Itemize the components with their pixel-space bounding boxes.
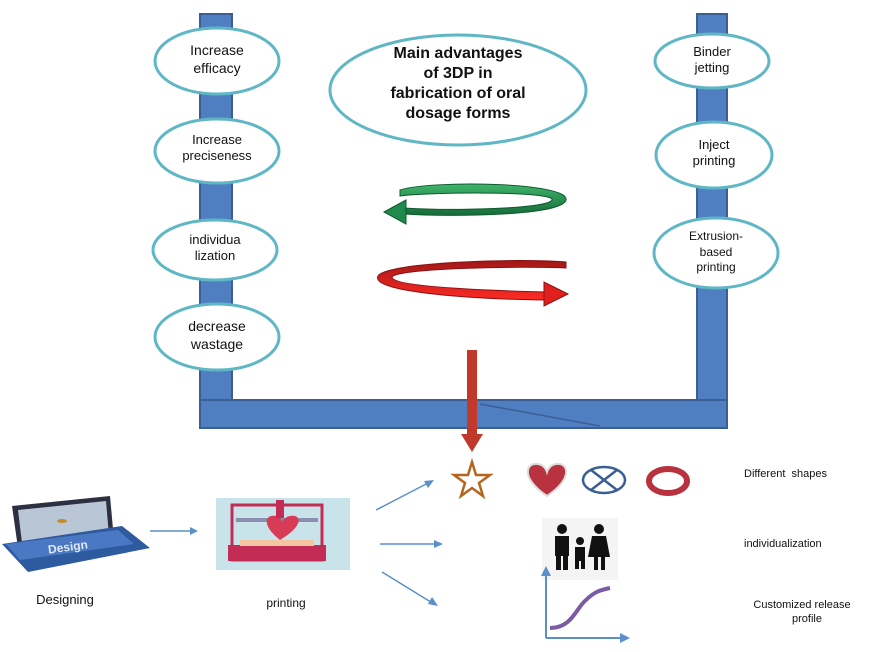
advantage-ellipse-individualization bbox=[151, 218, 279, 282]
label-line: lization bbox=[194, 248, 236, 264]
title-line: of 3DP in bbox=[423, 65, 493, 82]
release-profile-label: Customized release profile bbox=[738, 599, 866, 627]
advantage-label-wastage: decrease wastage bbox=[160, 318, 274, 353]
label-line: Extrusion- bbox=[688, 229, 744, 243]
different-shapes-label: Different shapes bbox=[744, 468, 827, 480]
star-icon bbox=[450, 457, 494, 500]
heart-icon bbox=[526, 462, 568, 498]
printing-label: printing bbox=[266, 596, 306, 610]
label-line: Increase bbox=[192, 132, 242, 147]
label-line: Inject bbox=[698, 137, 730, 152]
label-line: jetting bbox=[694, 60, 730, 76]
title-line: Main advantages bbox=[393, 45, 523, 62]
method-label-extrusion: Extrusion- based printing bbox=[664, 229, 768, 276]
red-cycle-arrow bbox=[377, 260, 570, 307]
method-ellipse-binder bbox=[653, 32, 771, 90]
label-line: preciseness bbox=[182, 148, 252, 164]
advantage-label-efficacy: Increase efficacy bbox=[160, 42, 274, 77]
label-line: Binder bbox=[693, 44, 731, 59]
printer-icon bbox=[216, 498, 350, 570]
method-label-inject: Inject printing bbox=[662, 137, 766, 170]
label-line: printing bbox=[696, 260, 736, 275]
title-line: dosage forms bbox=[405, 105, 511, 122]
advantages-group bbox=[151, 26, 281, 372]
method-ellipse-extrusion bbox=[652, 216, 780, 290]
release-profile-icon bbox=[541, 566, 630, 643]
advantage-ellipse-preciseness bbox=[153, 117, 281, 185]
title-ellipse bbox=[328, 33, 588, 147]
green-cycle-arrow bbox=[382, 183, 567, 225]
title-line: fabrication of oral bbox=[390, 85, 526, 102]
label-line: Increase bbox=[190, 42, 244, 58]
shapes-row bbox=[450, 457, 690, 500]
process-arrows bbox=[150, 480, 443, 606]
label-line: based bbox=[699, 244, 733, 259]
methods-group bbox=[652, 32, 780, 290]
label-line: wastage bbox=[190, 335, 244, 352]
family-icon bbox=[542, 518, 618, 580]
bottom-bar bbox=[199, 399, 728, 429]
advantage-ellipse-efficacy bbox=[153, 26, 281, 96]
label-line: decrease bbox=[188, 318, 246, 334]
label-line: individua bbox=[189, 232, 241, 247]
designing-label: Designing bbox=[36, 592, 94, 607]
advantage-label-individualization: individua lization bbox=[158, 232, 272, 265]
label-line: efficacy bbox=[193, 59, 241, 76]
method-label-binder: Binder jetting bbox=[660, 44, 764, 77]
advantage-ellipse-wastage bbox=[153, 302, 281, 372]
method-ellipse-inject bbox=[654, 120, 774, 190]
down-arrow bbox=[461, 350, 483, 452]
label-line: printing bbox=[692, 153, 736, 169]
individualization-label: individualization bbox=[744, 538, 822, 550]
advantage-label-preciseness: Increase preciseness bbox=[160, 132, 274, 165]
label-line: Customized release bbox=[753, 599, 851, 611]
ring-icon bbox=[646, 466, 690, 496]
label-line: profile bbox=[792, 612, 822, 625]
laptop-icon bbox=[2, 496, 150, 572]
title-text: Main advantages of 3DP in fabrication of… bbox=[338, 44, 578, 124]
